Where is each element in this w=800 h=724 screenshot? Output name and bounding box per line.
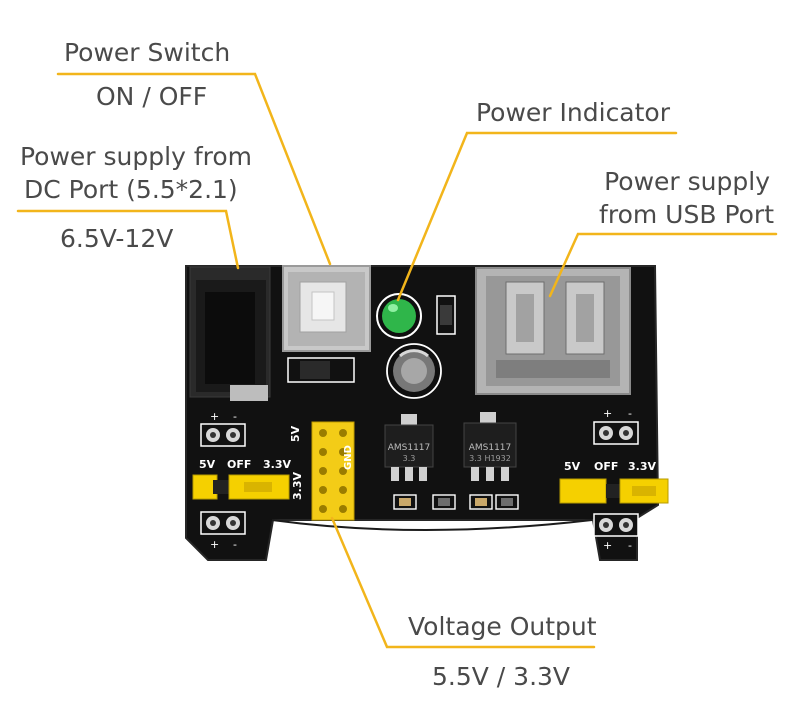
left-jumper-labels: 5V OFF 3.3V [199, 458, 291, 471]
right-jumper-label-3v3: 3.3V [628, 460, 656, 473]
dc-barrel-jack-icon [189, 266, 271, 401]
left-bottom-minus: - [233, 538, 237, 551]
led-icon [376, 293, 422, 339]
voltage-output-title: Voltage Output [408, 612, 597, 641]
leader-power-switch [56, 72, 332, 266]
right-rail-pins-bottom: + - [593, 513, 639, 552]
left-jumper-icon [192, 474, 290, 500]
regulator-2-label: AMS1117 [469, 443, 512, 453]
leader-dc-port [16, 209, 240, 270]
right-jumper-icon [559, 478, 669, 504]
right-bottom-plus: + [603, 539, 612, 552]
left-jumper-label-off: OFF [227, 458, 251, 471]
regulator-2-sub: 3.3 H1932 [469, 454, 511, 463]
voltage-output-detail: 5.5V / 3.3V [432, 662, 571, 691]
left-top-minus: - [233, 410, 237, 423]
left-rail-pins-top: + - [200, 410, 246, 447]
right-top-plus: + [603, 407, 612, 420]
pin-header-icon: 5V GND 3.3V [289, 421, 355, 521]
regulator-right: AMS1117 3.3 H1932 [463, 412, 517, 481]
dc-port-detail: 6.5V-12V [60, 224, 174, 253]
usb-port-line2: from USB Port [599, 200, 774, 229]
left-rail-pins-bottom: + - [200, 511, 246, 551]
dc-port-line1: Power supply from [20, 142, 253, 171]
right-bottom-minus: - [628, 539, 632, 552]
leader-usb-port [548, 232, 778, 298]
leader-power-indicator [396, 131, 678, 302]
left-jumper-label-3v3: 3.3V [263, 458, 291, 471]
left-jumper-label-5v: 5V [199, 458, 216, 471]
power-indicator-title: Power Indicator [476, 98, 671, 127]
power-switch-detail: ON / OFF [96, 82, 208, 111]
header-label-gnd: GND [343, 445, 354, 470]
header-label-5v: 5V [289, 425, 302, 442]
usb-a-port-icon [475, 267, 631, 395]
right-jumper-label-off: OFF [594, 460, 618, 473]
capacitor-icon [386, 343, 442, 399]
power-switch-title: Power Switch [64, 38, 231, 67]
smd-resistor-icon [436, 295, 456, 335]
regulator-left: AMS1117 3.3 [384, 414, 434, 481]
right-top-minus: - [628, 407, 632, 420]
leader-voltage-output [330, 516, 596, 649]
dc-port-line2: DC Port (5.5*2.1) [24, 175, 238, 204]
usb-port-line1: Power supply [604, 167, 770, 196]
regulator-1-sub: 3.3 [403, 454, 416, 463]
left-bottom-plus: + [210, 538, 219, 551]
regulator-1-label: AMS1117 [388, 443, 431, 453]
right-jumper-label-5v: 5V [564, 460, 581, 473]
leader-lines [16, 72, 778, 649]
right-rail-pins-top: + - [593, 407, 639, 445]
push-switch-icon [282, 265, 371, 383]
right-jumper-labels: 5V OFF 3.3V [564, 460, 656, 473]
smd-capacitor-row [393, 494, 519, 510]
left-top-plus: + [210, 410, 219, 423]
header-label-3v3: 3.3V [291, 472, 304, 500]
